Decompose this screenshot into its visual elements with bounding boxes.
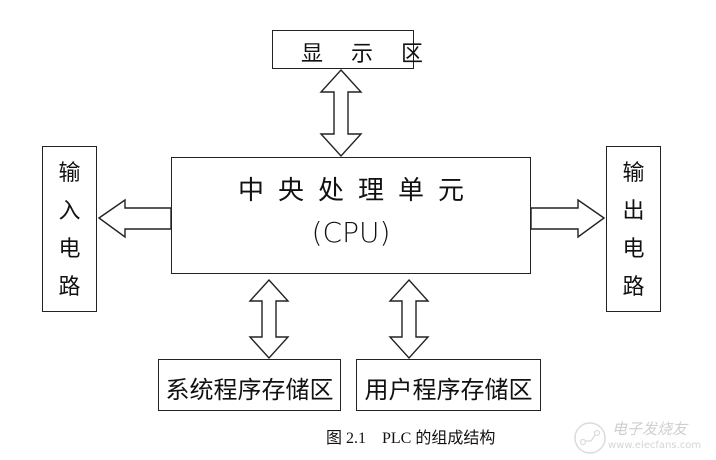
user-program-memory-box: 用户程序存储区 (356, 359, 541, 411)
cpu-subtitle: (CPU) (311, 216, 391, 249)
vertical-char: 电 (58, 237, 81, 262)
vertical-char: 路 (58, 275, 81, 300)
vertical-char: 电 (622, 237, 645, 262)
arrow-cpu-input (97, 198, 172, 239)
watermark: 电子发烧友 www.elecfans.com (572, 418, 712, 458)
arrow-cpu-system-memory (248, 278, 290, 360)
cpu-title: 中央处理单元 (237, 176, 478, 206)
figure-caption: 图 2.1 PLC 的组成结构 (326, 430, 496, 447)
input-circuit-box: 输入电路 (42, 146, 97, 312)
arrow-cpu-user-memory (388, 278, 430, 360)
watermark-name: 电子发烧友 (612, 420, 688, 438)
output-circuit-label: 输出电路 (607, 155, 660, 307)
vertical-char: 输 (622, 161, 645, 186)
cpu-box: 中央处理单元 (CPU) (171, 157, 531, 274)
watermark-url: www.elecfans.com (608, 440, 702, 451)
display-area-box: 显示区 (272, 30, 452, 69)
system-program-memory-box: 系统程序存储区 (158, 359, 341, 411)
system-program-memory-label: 系统程序存储区 (165, 376, 334, 404)
vertical-char: 出 (622, 199, 645, 224)
output-circuit-box: 输出电路 (606, 146, 661, 312)
watermark-logo-icon (574, 422, 606, 454)
display-area-label: 显示区 (301, 42, 452, 67)
arrow-cpu-output (530, 198, 606, 239)
vertical-char: 输 (58, 161, 81, 186)
user-program-memory-label: 用户程序存储区 (364, 376, 533, 404)
vertical-char: 入 (58, 199, 81, 224)
input-circuit-label: 输入电路 (43, 155, 96, 307)
arrow-display-cpu (319, 68, 363, 158)
vertical-char: 路 (622, 275, 645, 300)
